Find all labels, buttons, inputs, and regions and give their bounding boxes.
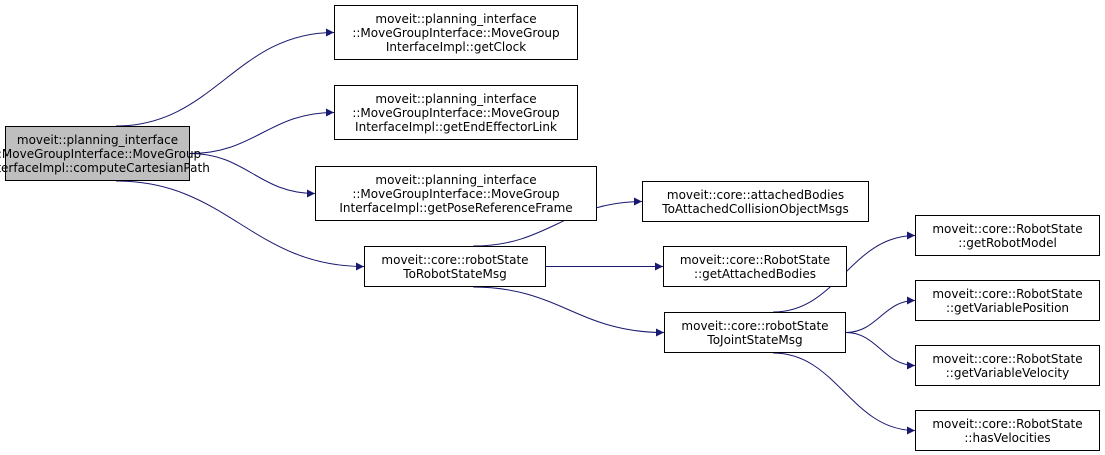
node-robot-state-to-joint-state-msg[interactable]: moveit::core::robotState ToJointStateMsg: [664, 312, 846, 353]
node-label-line: InterfaceImpl::getClock: [385, 39, 527, 54]
node-label-line: ::getVariableVelocity: [945, 365, 1070, 380]
node-label-line: ToJointStateMsg: [707, 332, 803, 347]
node-get-variable-velocity[interactable]: moveit::core::RobotState ::getVariableVe…: [915, 345, 1100, 386]
node-label-line: InterfaceImpl::getPoseReferenceFrame: [339, 200, 573, 215]
node-label-line: moveit::core::RobotState: [932, 286, 1083, 301]
edge-compute_cartesian_path-to-robot_state_to_robot_state_msg: [115, 180, 365, 271]
node-get-pose-reference-frame[interactable]: moveit::planning_interface ::MoveGroupIn…: [315, 166, 597, 221]
node-label-line: moveit::planning_interface: [375, 172, 537, 187]
node-get-variable-position[interactable]: moveit::core::RobotState ::getVariablePo…: [915, 280, 1100, 321]
node-label-line: moveit::core::robotState: [381, 252, 529, 267]
node-label-line: ToRobotStateMsg: [403, 266, 507, 281]
edge-robot_state_to_robot_state_msg-to-attached_bodies_to_msgs: [473, 197, 643, 247]
node-label-line: moveit::core::attachedBodies: [666, 187, 845, 202]
node-label-line: InterfaceImpl::computeCartesianPath: [0, 160, 210, 175]
node-label-line: ::getAttachedBodies: [694, 266, 816, 281]
edge-compute_cartesian_path-to-get_end_effector_link: [189, 108, 335, 154]
node-get-end-effector-link[interactable]: moveit::planning_interface ::MoveGroupIn…: [334, 85, 578, 140]
node-label-line: moveit::planning_interface: [375, 91, 537, 106]
node-compute-cartesian-path[interactable]: moveit::planning_interface ::MoveGroupIn…: [0, 126, 210, 181]
node-label-line: moveit::core::RobotState: [679, 252, 831, 267]
node-label-line: ::getRobotModel: [958, 235, 1057, 250]
node-label-line: moveit::planning_interface: [375, 11, 537, 26]
node-get-attached-bodies[interactable]: moveit::core::RobotState ::getAttachedBo…: [663, 246, 847, 287]
node-label-line: moveit::core::RobotState: [932, 221, 1083, 236]
node-label-line: ::hasVelocities: [964, 430, 1051, 445]
node-attached-bodies-to-msgs[interactable]: moveit::core::attachedBodies ToAttachedC…: [642, 181, 869, 222]
node-robot-state-to-robot-state-msg[interactable]: moveit::core::robotState ToRobotStateMsg: [364, 246, 546, 287]
node-label-line: ToAttachedCollisionObjectMsgs: [662, 201, 849, 216]
edge-compute_cartesian_path-to-get_clock: [115, 28, 335, 127]
node-label-line: moveit::core::robotState: [681, 318, 829, 333]
edge-robot_state_to_joint_state_msg-to-get_variable_velocity: [845, 332, 916, 370]
edge-robot_state_to_joint_state_msg-to-has_velocities: [773, 352, 916, 435]
node-label-line: InterfaceImpl::getEndEffectorLink: [355, 119, 557, 134]
node-label-line: ::MoveGroupInterface::MoveGroup: [352, 25, 560, 40]
node-label-line: ::MoveGroupInterface::MoveGroup: [352, 105, 560, 120]
node-get-robot-model[interactable]: moveit::core::RobotState ::getRobotModel: [915, 215, 1100, 256]
edge-robot_state_to_joint_state_msg-to-get_variable_position: [845, 296, 916, 333]
node-label-line: moveit::planning_interface: [16, 132, 179, 147]
node-label-line: ::MoveGroupInterface::MoveGroup: [0, 146, 202, 161]
node-label-line: moveit::core::RobotState: [932, 416, 1083, 431]
node-label-line: moveit::core::RobotState: [932, 351, 1083, 366]
node-get-clock[interactable]: moveit::planning_interface ::MoveGroupIn…: [334, 5, 578, 60]
node-has-velocities[interactable]: moveit::core::RobotState ::hasVelocities: [915, 410, 1100, 451]
node-label-line: ::MoveGroupInterface::MoveGroup: [352, 186, 560, 201]
node-label-line: ::getVariablePosition: [945, 300, 1070, 315]
edge-compute_cartesian_path-to-get_pose_reference_frame: [189, 153, 316, 198]
edge-robot_state_to_robot_state_msg-to-robot_state_to_joint_state_msg: [473, 286, 665, 337]
